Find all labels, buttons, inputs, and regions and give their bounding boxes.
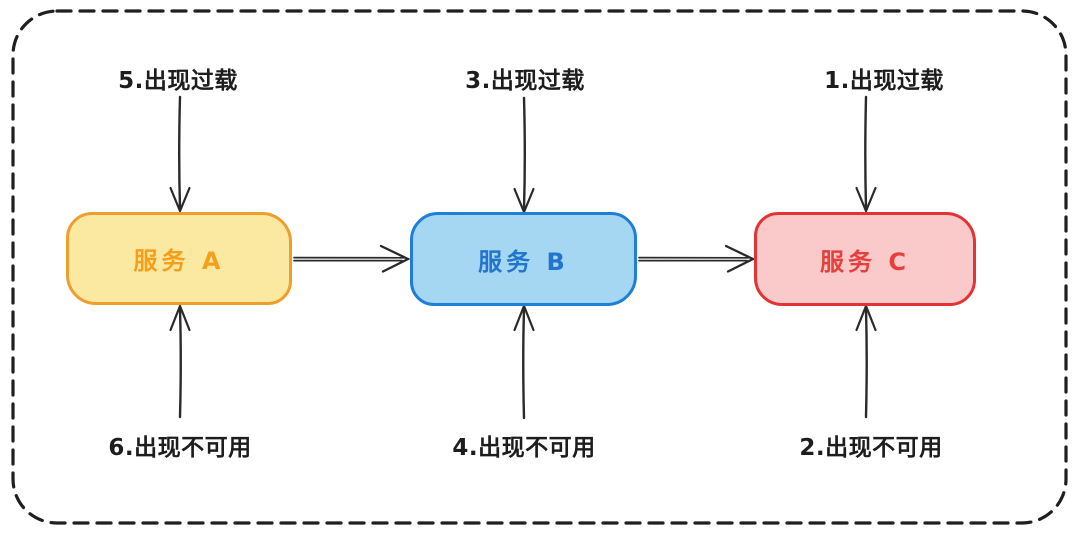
annotation-overload-b: 3.出现过载	[465, 68, 585, 94]
node-service-c: 服务 C	[754, 212, 976, 306]
node-service-c-label: 服务 C	[820, 247, 910, 276]
arrow-a-to-b	[293, 244, 411, 273]
arrow-unavailable-b	[513, 303, 535, 420]
annotation-unavailable-c: 2.出现不可用	[799, 435, 943, 461]
arrow-unavailable-a	[169, 303, 191, 419]
annotation-unavailable-a: 6.出现不可用	[108, 435, 252, 461]
node-service-b: 服务 B	[410, 212, 637, 306]
dashed-frame	[11, 9, 1068, 525]
arrow-b-to-c	[638, 244, 756, 273]
arrow-overload-c	[855, 95, 877, 214]
annotation-overload-c: 1.出现过载	[824, 68, 944, 94]
arrow-overload-a	[169, 95, 191, 214]
node-service-b-label: 服务 B	[478, 247, 569, 276]
node-service-a: 服务 A	[66, 212, 292, 305]
node-service-a-label: 服务 A	[133, 247, 225, 275]
annotation-unavailable-b: 4.出现不可用	[452, 435, 596, 461]
annotation-overload-a: 5.出现过载	[118, 68, 238, 94]
arrow-unavailable-c	[855, 303, 877, 419]
arrow-overload-b	[513, 96, 535, 215]
